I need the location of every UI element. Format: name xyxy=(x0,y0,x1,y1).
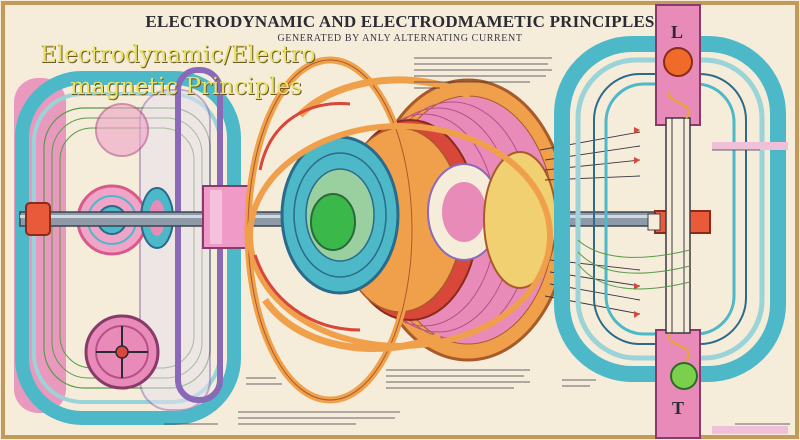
poster-title: ELECTRODYNAMIC AND ELECTRODMAMETIC PRINC… xyxy=(145,12,655,31)
right-coil-assembly xyxy=(554,4,788,439)
bottom-indicator-light xyxy=(670,362,698,390)
left-coil-assembly xyxy=(14,67,241,425)
pole-top-mark: L xyxy=(671,22,684,42)
annotation-lines xyxy=(164,57,790,425)
central-rotor xyxy=(280,78,570,362)
overlay-title-line2: magnetic Principles xyxy=(70,74,302,100)
field-lines xyxy=(577,239,691,290)
top-indicator-light xyxy=(663,47,693,77)
pole-bottom-mark: T xyxy=(672,398,685,418)
overlay-title-line1: Electrodynamic/Electro xyxy=(40,42,316,68)
poster-subtitle: GENERATED BY ANLY ALTERNATING CURRENT xyxy=(277,33,523,44)
shaft-end-cap xyxy=(25,202,51,236)
